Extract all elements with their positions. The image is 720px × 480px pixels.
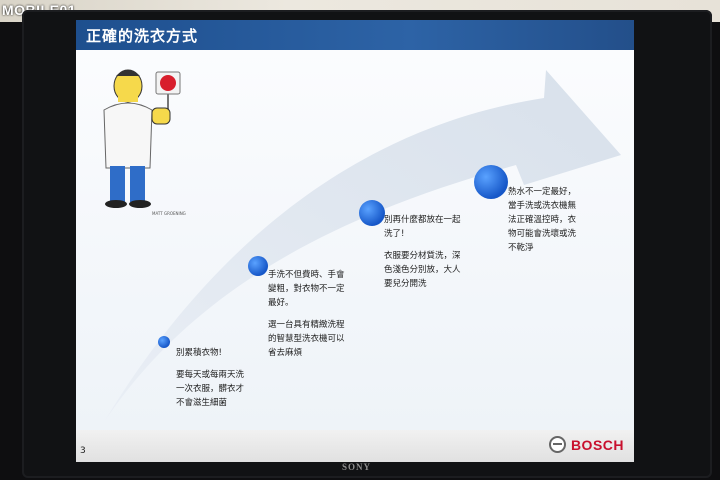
step-4-line-5: 不乾淨 (508, 243, 534, 253)
step-2-text: 手洗不但費時、手會 變粗，對衣物不一定 最好。 選一台具有精緻洗程 的智慧型洗衣… (268, 268, 378, 360)
step-4-line-1: 熱水不一定最好， (508, 187, 577, 197)
step-1-line-2: 一次衣服，髒衣才 (176, 384, 245, 394)
step-2-heading-line-1: 手洗不但費時、手會 (268, 270, 345, 280)
step-2-line-2: 的智慧型洗衣機可以 (268, 334, 345, 344)
tv-brand-label: SONY (342, 462, 372, 472)
arrow-shape (104, 70, 621, 422)
slide: 正確的洗衣方式 MATT GROENING (76, 20, 634, 462)
step-1-line-3: 不會滋生細菌 (176, 398, 228, 408)
slide-footer: 3 BOSCH (76, 430, 634, 462)
step-3-line-3: 要兒分開洗 (384, 279, 427, 289)
step-3-line-2: 色淺色分別放，大人 (384, 265, 461, 275)
step-4-line-2: 當手洗或洗衣機無 (508, 201, 577, 211)
scientist-illustration: MATT GROENING (103, 69, 186, 216)
slide-title: 正確的洗衣方式 (86, 27, 199, 45)
slide-content: MATT GROENING 別累積衣物! 要每天或每兩天洗 一次衣服，髒衣才 不… (76, 50, 634, 430)
step-3-heading-line-1: 別再什麼都放在一起 (384, 215, 461, 225)
slide-title-bar: 正確的洗衣方式 (76, 20, 634, 50)
step-2-heading-line-2: 變粗，對衣物不一定 (268, 284, 345, 294)
step-4-dot (474, 165, 508, 199)
step-4-line-4: 物可能會洗壞或洗 (508, 229, 577, 239)
step-3-text: 別再什麼都放在一起 洗了! 衣服要分材質洗，深 色淺色分別放，大人 要兒分開洗 (384, 213, 492, 291)
step-1-dot (158, 336, 170, 348)
bosch-armature-icon (548, 436, 566, 453)
step-3-dot (359, 200, 385, 226)
bosch-logo: BOSCH (548, 436, 624, 453)
step-1-heading: 別累積衣物! (176, 348, 222, 358)
step-3-line-1: 衣服要分材質洗，深 (384, 251, 461, 261)
svg-text:MATT GROENING: MATT GROENING (152, 211, 186, 216)
step-1-text: 別累積衣物! 要每天或每兩天洗 一次衣服，髒衣才 不會滋生細菌 (176, 346, 276, 410)
step-4-text: 熱水不一定最好， 當手洗或洗衣機無 法正確溫控時，衣 物可能會洗壞或洗 不乾淨 (508, 185, 608, 255)
step-2-line-1: 選一台具有精緻洗程 (268, 320, 345, 330)
page-number: 3 (80, 446, 86, 456)
step-2-dot (248, 256, 268, 276)
step-2-line-3: 省去麻煩 (268, 348, 303, 358)
progress-arrow (104, 70, 621, 422)
step-3-heading-line-2: 洗了! (384, 229, 405, 239)
step-4-line-3: 法正確溫控時，衣 (508, 215, 577, 225)
step-2-heading-line-3: 最好。 (268, 298, 294, 308)
step-1-line-1: 要每天或每兩天洗 (176, 370, 245, 380)
bosch-logo-text: BOSCH (570, 436, 624, 453)
